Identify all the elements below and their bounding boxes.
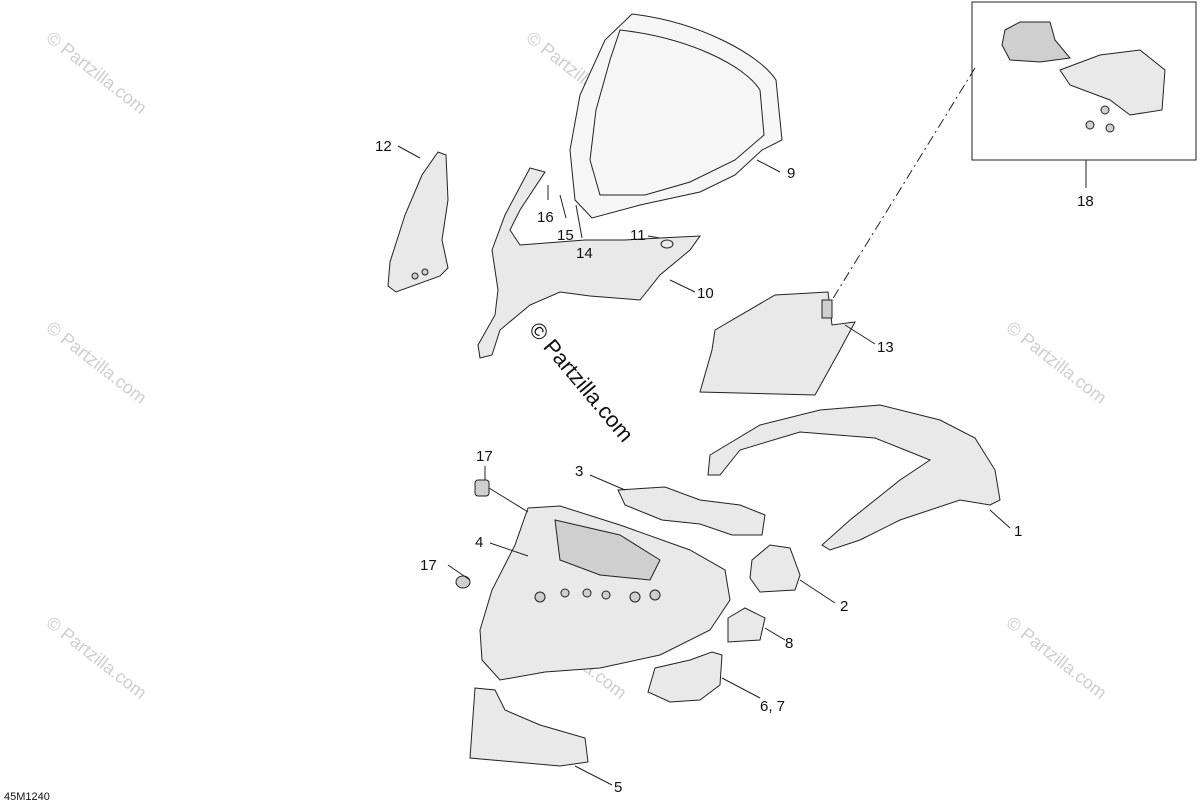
callout-2: 2 bbox=[840, 598, 848, 615]
part-12-bracket bbox=[387, 151, 449, 293]
watermark-tile: © Partzilla.com bbox=[43, 612, 151, 702]
callout-15: 15 bbox=[557, 227, 574, 244]
watermark-tile: © Partzilla.com bbox=[1003, 317, 1111, 407]
callout-11: 11 bbox=[630, 227, 646, 244]
callout-10: 10 bbox=[697, 285, 714, 302]
callouts: 1 2 3 4 5 6, 7 8 9 10 11 12 13 14 15 16 … bbox=[375, 138, 1094, 796]
callout-18: 18 bbox=[1077, 193, 1094, 210]
callout-8: 8 bbox=[785, 635, 793, 652]
leader-lines bbox=[397, 67, 1087, 786]
watermark-tile: © Partzilla.com bbox=[43, 317, 151, 407]
callout-4: 4 bbox=[475, 534, 483, 551]
callout-6-7: 6, 7 bbox=[760, 698, 785, 715]
part-3-shield bbox=[617, 486, 766, 536]
part-8-insert bbox=[727, 607, 766, 643]
part-2-insert bbox=[749, 544, 801, 593]
part-17-grommet-lower bbox=[455, 575, 471, 589]
callout-13: 13 bbox=[877, 339, 894, 356]
part-9-windshield bbox=[569, 13, 783, 219]
part-6-7-pad bbox=[647, 651, 723, 703]
part-1-fairing bbox=[707, 404, 1001, 551]
part-13-panel bbox=[699, 291, 856, 396]
callout-5: 5 bbox=[614, 779, 622, 796]
part-17-grommet-upper bbox=[474, 479, 490, 497]
part-4-nose bbox=[479, 505, 731, 681]
watermark-center: © Partzilla.com bbox=[524, 317, 638, 447]
part-5-pad bbox=[469, 687, 589, 767]
callout-17-lower: 17 bbox=[420, 557, 437, 574]
callout-16: 16 bbox=[537, 209, 554, 226]
callout-1: 1 bbox=[1014, 523, 1022, 540]
callout-17-upper: 17 bbox=[476, 448, 493, 465]
callout-3: 3 bbox=[575, 463, 583, 480]
drawing-code: 45M1240 bbox=[4, 791, 50, 803]
part-10-cowl bbox=[477, 167, 702, 359]
watermark-tile: © Partzilla.com bbox=[1003, 612, 1111, 702]
watermark-tile: © Partzilla.com bbox=[43, 27, 151, 117]
callout-14: 14 bbox=[576, 245, 593, 262]
callout-12: 12 bbox=[375, 138, 392, 155]
inset-box bbox=[971, 1, 1197, 161]
part-11-grommet bbox=[660, 239, 674, 249]
callout-9: 9 bbox=[787, 165, 795, 182]
